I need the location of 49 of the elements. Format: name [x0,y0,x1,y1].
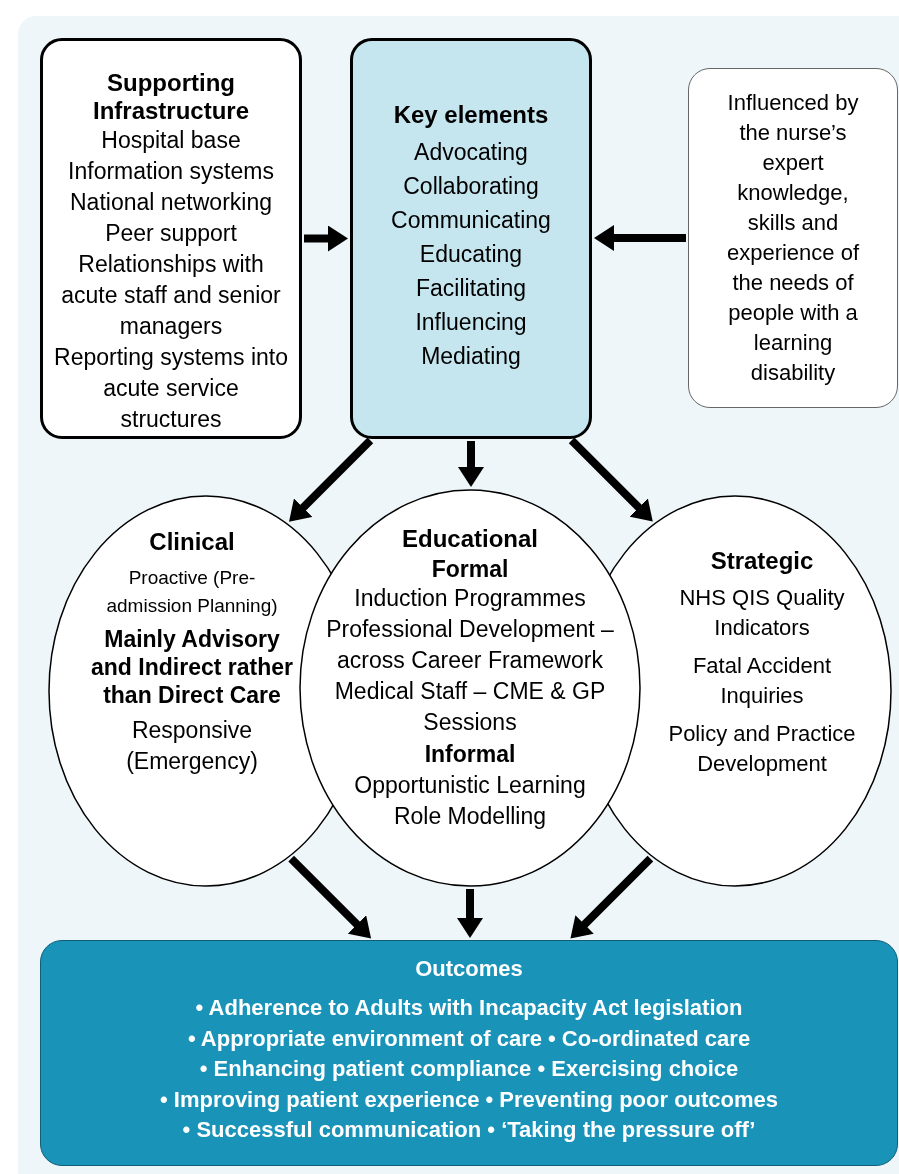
heading: Strategic [710,547,814,575]
item-text: Reporting systems into acute service structures [53,343,289,434]
bold-text: Mainly Advisory and Indirect rather than Direct Care [90,625,294,709]
arrow [570,855,654,939]
bold-text: Formal [431,555,509,583]
arrow [289,437,374,522]
infrastructure-box [40,38,302,439]
item-text: Influenced by the nurse’s expert knowledge, skills and experience of the needs of people with a learning disability [725,89,861,387]
key-elements-box [350,38,592,439]
item-text: Role Modelling [393,802,547,831]
item-text: Relationships with acute staff and senior managers [60,250,282,341]
item-text: Opportunistic Learning [354,771,586,800]
heading: Outcomes [415,955,523,983]
heading: Supporting Infrastructure [91,69,250,125]
item-text: Information systems [68,157,274,186]
influence-box [688,68,898,408]
item-text: National networking [70,188,272,217]
arrow [458,441,484,487]
outcome-text: • Adherence to Adults with Incapacity Act legislation [195,994,743,1022]
arrow [594,225,686,251]
item-text: Peer support [105,219,237,248]
item-text: Policy and Practice Development [667,720,857,778]
item-text: Induction Programmes [354,584,586,613]
item-text: Facilitating [416,274,526,303]
heading: Educational [402,525,538,553]
arrow [304,225,348,252]
small-text: Proactive (Pre-admission Planning) [105,566,279,618]
outcome-text: • Successful communication • ‘Taking the pressure off’ [182,1116,756,1144]
bold-text: Informal [424,740,516,768]
outcome-text: • Improving patient experience • Preventing poor outcomes [159,1085,779,1114]
outcome-text: • Appropriate environment of care • Co-ordinated care [187,1024,751,1053]
item-text: Communicating [391,206,551,235]
item-text: Medical Staff – CME & GP Sessions [333,677,607,737]
item-text: Advocating [414,138,528,167]
outcome-text: • Enhancing patient compliance • Exercising choice [199,1055,739,1083]
arrow [568,437,653,522]
item-text: Hospital base [101,126,241,155]
item-text: Professional Development – across Career Framework [325,615,615,675]
item-text: Responsive (Emergency) [125,716,259,776]
item-text: Influencing [415,308,527,337]
item-text: NHS QIS Quality Indicators [678,584,846,642]
heading: Clinical [149,528,235,556]
heading: Key elements [393,101,549,129]
item-text: Fatal Accident Inquiries [691,652,833,710]
item-text: Collaborating [403,172,539,201]
outcomes-box [40,940,898,1166]
item-text: Educating [419,240,523,269]
item-text: Mediating [421,342,521,371]
arrow [288,855,372,939]
